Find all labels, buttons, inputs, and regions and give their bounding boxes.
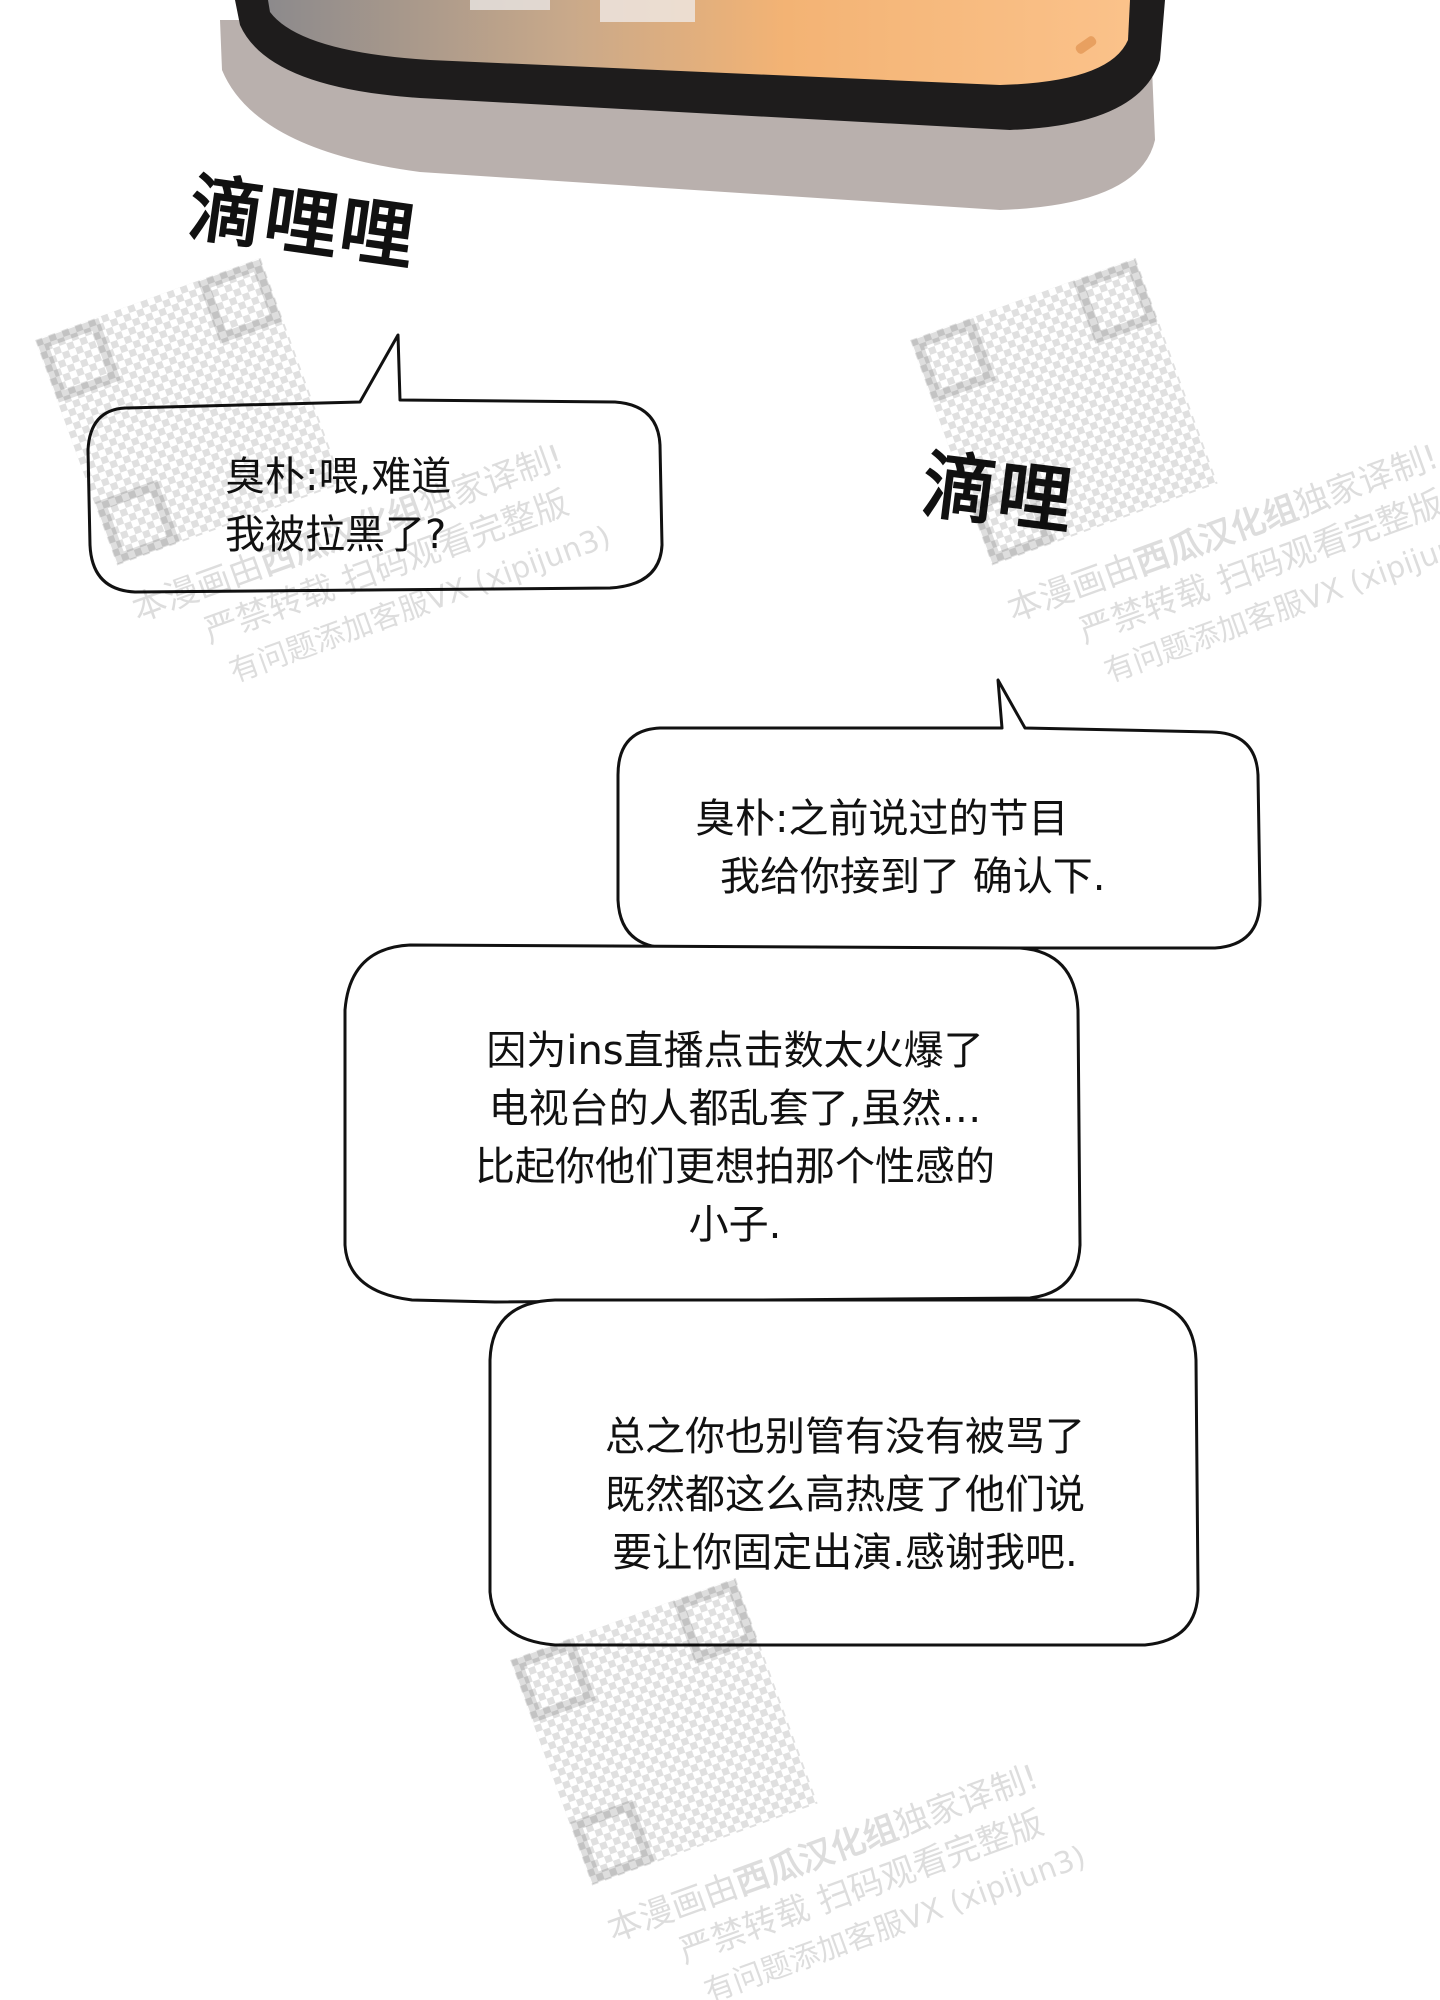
message-line: 我给你接到了 确认下. <box>720 854 1106 900</box>
message-line: 因为ins直播点击数太火爆了 <box>486 1028 984 1074</box>
message-line: 比起你他们更想拍那个性感的 <box>475 1144 995 1190</box>
message-line: 要让你固定出演.感谢我吧. <box>612 1530 1078 1576</box>
message-line: 小子. <box>688 1202 782 1248</box>
phone-illustration <box>220 0 1165 210</box>
message-3-text: 因为ins直播点击数太火爆了 电视台的人都乱套了,虽然… 比起你他们更想拍那个性… <box>405 1022 1065 1254</box>
speech-bubble-4 <box>488 1298 1200 1647</box>
message-line: 臭朴:之前说过的节目 <box>695 796 1069 842</box>
phone-screen-detail <box>600 0 695 22</box>
message-line: 我被拉黑了? <box>225 512 447 558</box>
phone-screen-detail <box>470 0 550 10</box>
message-1-text: 臭朴:喂,难道 我被拉黑了? <box>225 448 451 564</box>
message-line: 既然都这么高热度了他们说 <box>605 1472 1085 1518</box>
message-line: 总之你也别管有没有被骂了 <box>605 1414 1085 1460</box>
speech-bubble-2 <box>616 678 1262 950</box>
sound-effect-ringing-short: 滴哩 <box>917 441 1079 546</box>
phone-button <box>1075 36 1097 54</box>
speech-bubble-3 <box>343 943 1082 1304</box>
message-line: 臭朴:喂,难道 <box>225 454 452 500</box>
message-2-text: 臭朴:之前说过的节目 我给你接到了 确认下. <box>695 790 1105 906</box>
phone-screen <box>268 0 1130 85</box>
message-4-text: 总之你也别管有没有被骂了 既然都这么高热度了他们说 要让你固定出演.感谢我吧. <box>540 1408 1150 1582</box>
message-line: 电视台的人都乱套了,虽然… <box>488 1086 982 1132</box>
